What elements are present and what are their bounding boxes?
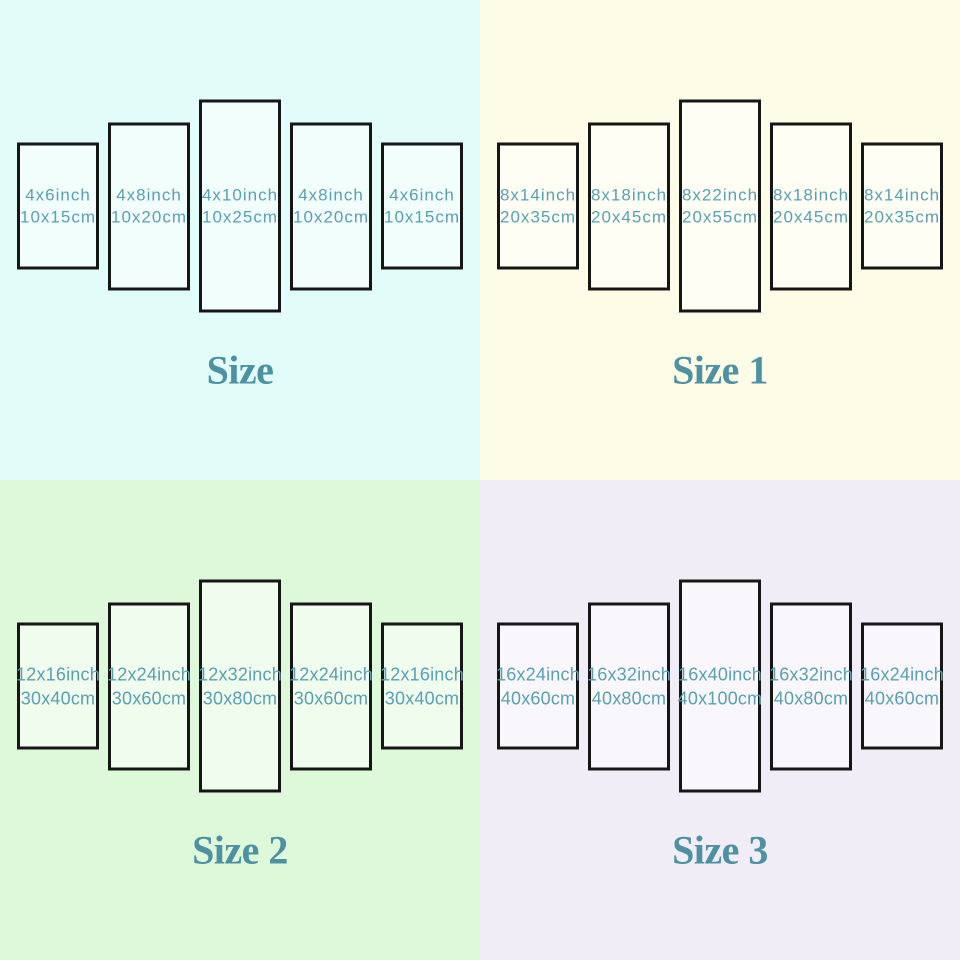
canvas-panel: 12x32inch 30x80cm (198, 579, 282, 793)
panel-row: 8x14inch 20x35cm 8x18inch 20x45cm 8x22in… (480, 99, 960, 313)
panel-size-label: 16x32inch 40x80cm (769, 662, 853, 710)
panel-size-inch: 8x14inch (863, 185, 941, 204)
quadrant-title: Size 1 (672, 347, 768, 393)
panel-size-label: 12x24inch 30x60cm (289, 662, 373, 710)
panel-size-inch: 12x24inch (289, 664, 373, 684)
panel-size-cm: 20x45cm (773, 207, 849, 226)
panel-size-label: 4x10inch 10x25cm (202, 184, 278, 228)
panel-size-cm: 40x100cm (677, 688, 763, 708)
panel-size-label: 16x40inch 40x100cm (678, 662, 763, 710)
size-chart-quadrant-size: 4x6inch 10x15cm 4x8inch 10x20cm 4x10inch… (0, 0, 480, 480)
canvas-panel: 12x24inch 30x60cm (289, 602, 373, 770)
canvas-panel: 4x8inch 10x20cm (290, 122, 372, 290)
panel-size-cm: 30x40cm (20, 688, 96, 708)
panel-size-inch: 16x24inch (496, 664, 580, 684)
panel-size-cm: 20x35cm (864, 207, 940, 226)
panel-size-cm: 40x60cm (500, 688, 576, 708)
panel-size-label: 4x8inch 10x20cm (293, 184, 369, 228)
canvas-panel: 16x24inch 40x60cm (860, 622, 944, 750)
panel-size-label: 4x8inch 10x20cm (111, 184, 187, 228)
panel-size-label: 12x32inch 30x80cm (198, 662, 282, 710)
panel-size-inch: 4x6inch (25, 185, 91, 204)
panel-size-inch: 4x8inch (298, 185, 364, 204)
canvas-panel: 4x6inch 10x15cm (17, 142, 99, 270)
panel-row: 12x16inch 30x40cm 12x24inch 30x60cm 12x3… (0, 579, 480, 793)
size-chart-quadrant-size-2: 12x16inch 30x40cm 12x24inch 30x60cm 12x3… (0, 480, 480, 960)
panel-size-label: 16x24inch 40x60cm (860, 662, 944, 710)
panel-size-cm: 20x45cm (591, 207, 667, 226)
canvas-panel: 4x10inch 10x25cm (199, 99, 281, 313)
canvas-panel: 16x40inch 40x100cm (678, 579, 763, 793)
canvas-panel: 16x32inch 40x80cm (587, 602, 671, 770)
panel-size-cm: 30x80cm (202, 688, 278, 708)
panel-size-cm: 30x60cm (293, 688, 369, 708)
panel-size-cm: 40x80cm (591, 688, 667, 708)
panel-size-label: 12x24inch 30x60cm (107, 662, 191, 710)
canvas-panel: 4x6inch 10x15cm (381, 142, 463, 270)
panel-size-label: 8x14inch 20x35cm (500, 184, 576, 228)
panel-size-label: 8x14inch 20x35cm (864, 184, 940, 228)
size-chart-quadrant-size-3: 16x24inch 40x60cm 16x32inch 40x80cm 16x4… (480, 480, 960, 960)
canvas-panel: 8x18inch 20x45cm (770, 122, 852, 290)
panel-size-cm: 30x40cm (384, 688, 460, 708)
panel-size-cm: 20x55cm (682, 207, 758, 226)
panel-size-cm: 20x35cm (500, 207, 576, 226)
canvas-panel: 12x16inch 30x40cm (16, 622, 100, 750)
canvas-panel: 4x8inch 10x20cm (108, 122, 190, 290)
panel-size-inch: 16x24inch (860, 664, 944, 684)
panel-size-inch: 16x40inch (678, 664, 762, 684)
quadrant-title: Size 2 (192, 827, 288, 873)
panel-size-label: 8x18inch 20x45cm (591, 184, 667, 228)
panel-size-label: 8x18inch 20x45cm (773, 184, 849, 228)
panel-size-label: 16x24inch 40x60cm (496, 662, 580, 710)
panel-size-cm: 10x20cm (111, 207, 187, 226)
panel-size-inch: 12x16inch (380, 664, 464, 684)
panel-size-inch: 8x14inch (499, 185, 577, 204)
panel-size-label: 12x16inch 30x40cm (380, 662, 464, 710)
panel-size-cm: 40x80cm (773, 688, 849, 708)
canvas-panel: 8x14inch 20x35cm (861, 142, 943, 270)
canvas-panel: 8x14inch 20x35cm (497, 142, 579, 270)
panel-size-inch: 4x6inch (389, 185, 455, 204)
panel-size-inch: 12x32inch (198, 664, 282, 684)
panel-row: 16x24inch 40x60cm 16x32inch 40x80cm 16x4… (480, 579, 960, 793)
canvas-panel: 12x24inch 30x60cm (107, 602, 191, 770)
panel-size-label: 8x22inch 20x55cm (682, 184, 758, 228)
panel-size-label: 4x6inch 10x15cm (384, 184, 460, 228)
panel-size-cm: 10x15cm (20, 207, 96, 226)
panel-row: 4x6inch 10x15cm 4x8inch 10x20cm 4x10inch… (0, 99, 480, 313)
panel-size-inch: 12x24inch (107, 664, 191, 684)
panel-size-inch: 4x10inch (201, 185, 279, 204)
size-chart-quadrant-size-1: 8x14inch 20x35cm 8x18inch 20x45cm 8x22in… (480, 0, 960, 480)
canvas-panel: 8x18inch 20x45cm (588, 122, 670, 290)
panel-size-inch: 8x18inch (772, 185, 850, 204)
panel-size-inch: 16x32inch (769, 664, 853, 684)
quadrant-title: Size (206, 347, 274, 393)
panel-size-inch: 8x22inch (681, 185, 759, 204)
panel-size-inch: 8x18inch (590, 185, 668, 204)
panel-size-cm: 10x25cm (202, 207, 278, 226)
canvas-panel: 16x32inch 40x80cm (769, 602, 853, 770)
quadrant-title: Size 3 (672, 827, 768, 873)
panel-size-inch: 4x8inch (116, 185, 182, 204)
panel-size-cm: 40x60cm (864, 688, 940, 708)
canvas-panel: 8x22inch 20x55cm (679, 99, 761, 313)
panel-size-label: 12x16inch 30x40cm (16, 662, 100, 710)
panel-size-inch: 12x16inch (16, 664, 100, 684)
canvas-panel: 16x24inch 40x60cm (496, 622, 580, 750)
panel-size-inch: 16x32inch (587, 664, 671, 684)
panel-size-label: 16x32inch 40x80cm (587, 662, 671, 710)
panel-size-label: 4x6inch 10x15cm (20, 184, 96, 228)
panel-size-cm: 10x20cm (293, 207, 369, 226)
canvas-panel: 12x16inch 30x40cm (380, 622, 464, 750)
panel-size-cm: 30x60cm (111, 688, 187, 708)
panel-size-cm: 10x15cm (384, 207, 460, 226)
